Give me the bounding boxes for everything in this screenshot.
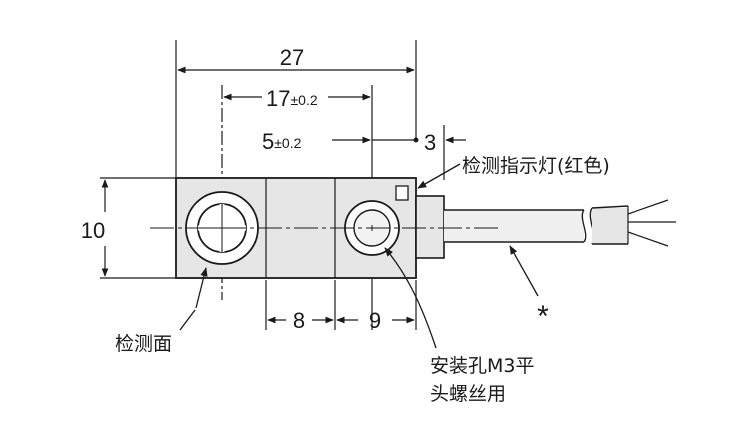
label-sensing-face: 检测面	[115, 333, 172, 355]
dim-text-center-to-hole: 17±0.2	[266, 86, 318, 111]
leader-lines	[179, 163, 539, 349]
label-cable-note: *	[537, 300, 549, 333]
label-indicator: 检测指示灯(红色)	[462, 155, 610, 177]
dimension-lines	[101, 66, 466, 324]
dim-text-segment-b: 9	[369, 308, 381, 333]
dim-text-hole-to-end: 5±0.2	[262, 129, 302, 154]
leader-indicator	[417, 163, 461, 189]
leader-mounting-hole	[384, 247, 437, 349]
cable-gland	[415, 195, 445, 259]
leader-sensing-face	[195, 267, 208, 309]
leader-cable	[509, 245, 539, 297]
dim-text-indicator-offset: 3	[424, 130, 436, 155]
wire-3	[627, 231, 669, 247]
cable	[444, 199, 676, 247]
label-mounting-hole-line1: 安装孔M3平	[430, 355, 534, 377]
indicator-led	[395, 185, 409, 201]
dim-dot	[413, 137, 419, 143]
dim-text-segment-a: 8	[293, 308, 305, 333]
dim-text-height: 10	[81, 218, 105, 243]
dim-text-overall-width: 27	[280, 45, 304, 70]
leader-sensing-face-tail	[179, 309, 196, 331]
label-mounting-hole-line2: 头螺丝用	[430, 383, 506, 405]
wire-1	[627, 199, 669, 215]
